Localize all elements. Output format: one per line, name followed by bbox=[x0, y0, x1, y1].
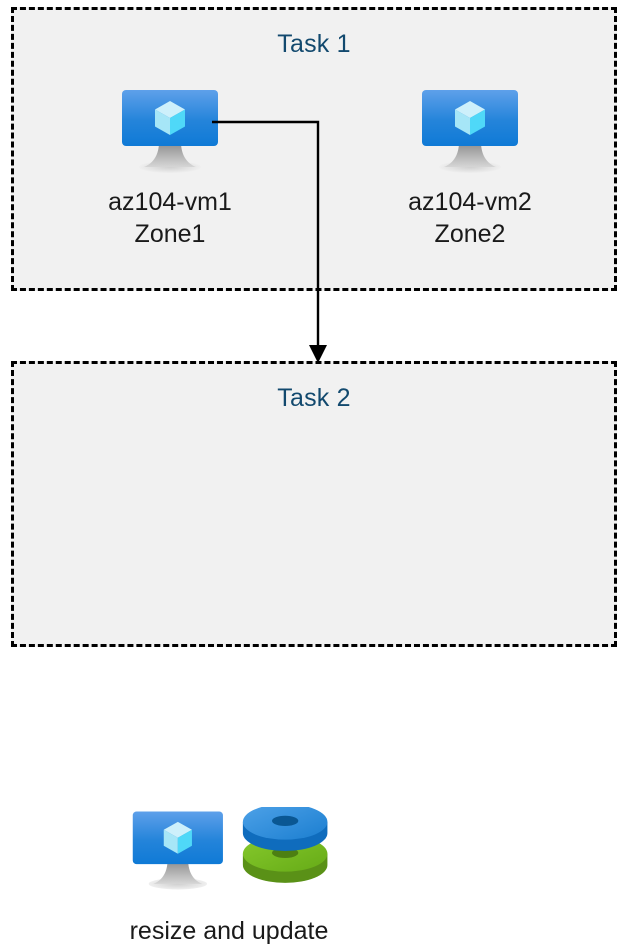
disk-icon bbox=[242, 807, 328, 883]
node-label-resize-and-update: resize and update bbox=[129, 917, 329, 945]
disk-blue bbox=[242, 807, 328, 851]
node-icon-row bbox=[129, 807, 329, 893]
node-resize-and-update[interactable]: resize and update bbox=[129, 807, 329, 947]
task-1-title: Task 1 bbox=[277, 30, 351, 58]
virtual-machine-icon bbox=[422, 90, 518, 173]
node-icon-row bbox=[70, 88, 270, 174]
task-2-container: Task 2 bbox=[11, 361, 617, 945]
task-2-title: Task 2 bbox=[277, 384, 351, 412]
node-label-az104-vm2: az104-vm2 Zone2 bbox=[408, 188, 532, 248]
virtual-machine-icon bbox=[132, 811, 223, 890]
task-1-container: Task 1 bbox=[11, 7, 617, 291]
node-az104-vm1[interactable]: az104-vm1 Zone1 bbox=[70, 88, 270, 250]
node-label-az104-vm1: az104-vm1 Zone1 bbox=[108, 188, 232, 248]
node-az104-vm2[interactable]: az104-vm2 Zone2 bbox=[370, 88, 570, 250]
diagram-canvas: Task 1 bbox=[11, 7, 617, 945]
node-icon-row bbox=[370, 88, 570, 174]
virtual-machine-icon bbox=[122, 90, 218, 173]
